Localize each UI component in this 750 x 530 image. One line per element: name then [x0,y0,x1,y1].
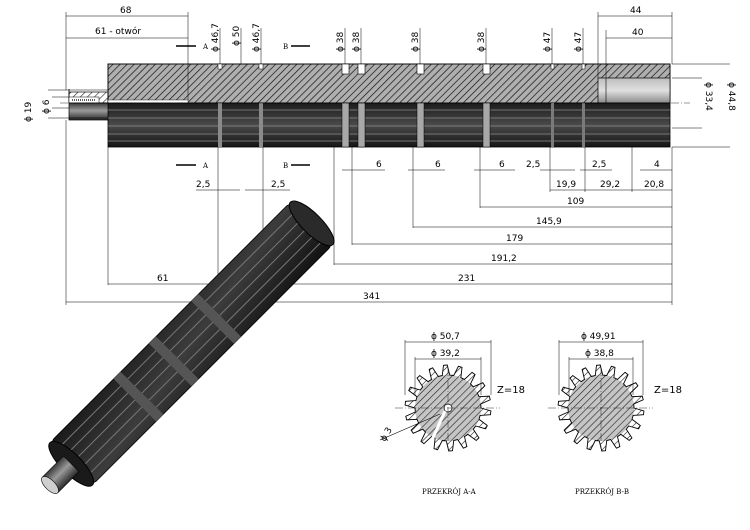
side-diameter-lines [48,63,730,148]
groove-upper-4 [482,63,491,75]
section-aa-caption: PRZEKRÓJ A-A [422,487,477,496]
dim-231: 231 [458,274,475,284]
section-bb-outer-diameter: ϕ 49,91 [581,332,616,342]
diameter-50: ϕ 50 [232,25,242,46]
section-a-a: ϕ 50,7 ϕ 39,2 Z=18 ϕ 3 PRZEKRÓJ A-A [379,332,525,496]
groove-upper-3 [416,63,425,75]
groove-6-3: 6 [499,160,505,170]
section-aa-hole-diameter: ϕ 3 [379,426,395,444]
top-dimension-lines [65,12,673,166]
section-mark-a-bottom: A [202,162,209,170]
diameter-33-4: ϕ 33,4 [703,82,713,111]
groove-upper-2 [357,63,366,75]
dim-341: 341 [363,292,380,302]
section-bb-caption: PRZEKRÓJ B-B [575,487,629,496]
diameter-6: ϕ 6 [42,99,52,114]
diameter-19: ϕ 19 [24,101,34,122]
left-pilot-lower [68,102,109,121]
dim-68: 68 [120,6,132,16]
bottom-dimension-lines [65,120,673,305]
groove-4: 4 [654,160,660,170]
section-mark-b-top: B [283,43,288,51]
diameter-47-2: ϕ 47 [574,32,584,52]
section-bb-tooth-count: Z=18 [654,385,682,396]
spline-stripes [108,109,670,142]
dim-179: 179 [506,234,523,244]
shaft-isometric-view [41,200,335,494]
diameter-47-1: ϕ 47 [543,32,553,52]
groove-upper-1 [341,63,350,75]
groove-6-1: 6 [376,160,382,170]
diameter-38-1: ϕ 38 [336,31,346,52]
dim-191-2: 191,2 [491,254,517,264]
groove-2-5-b: 2,5 [271,180,285,190]
diameter-44-8: ϕ 44,8 [726,82,736,111]
diameter-38-4: ϕ 38 [477,31,487,52]
dim-145-9: 145,9 [536,217,562,227]
dim-109: 109 [567,197,584,207]
groove-2-5-d: 2,5 [592,160,606,170]
dim-61-bore: 61 - otwór [95,26,141,37]
radial-hole [430,410,447,441]
diameter-38-2: ϕ 38 [352,31,362,52]
dim-44: 44 [630,6,642,16]
section-aa-outer-diameter: ϕ 50,7 [431,332,460,342]
groove-2-5-a: 2,5 [196,180,210,190]
dim-29-2: 29,2 [600,180,620,190]
diameter-38-3: ϕ 38 [411,31,421,52]
diameter-46-7-b: ϕ 46,7 [252,23,262,52]
section-aa-inner-diameter: ϕ 39,2 [431,349,460,359]
section-aa-tooth-count: Z=18 [497,385,525,396]
section-mark-b-bottom: B [283,162,288,170]
diameter-46-7-a: ϕ 46,7 [211,23,221,52]
dim-61: 61 [157,274,168,284]
dim-20-8: 20,8 [644,180,664,190]
groove-2-5-c: 2,5 [526,160,540,170]
dim-19-9: 19,9 [556,180,576,190]
shaft-lower-body [107,102,671,148]
shaft-side-view [60,63,690,148]
section-b-b: ϕ 49,91 ϕ 38,8 Z=18 PRZEKRÓJ B-B [548,332,682,496]
dimension-labels: 68 61 - otwór 44 40 A B A B ϕ 46,7 ϕ 50 … [24,6,736,302]
bore-right-upper [597,77,671,104]
groove-6-2: 6 [435,160,441,170]
section-mark-a-top: A [202,43,209,51]
dim-40: 40 [632,28,644,38]
section-bb-inner-diameter: ϕ 38,8 [585,349,614,359]
